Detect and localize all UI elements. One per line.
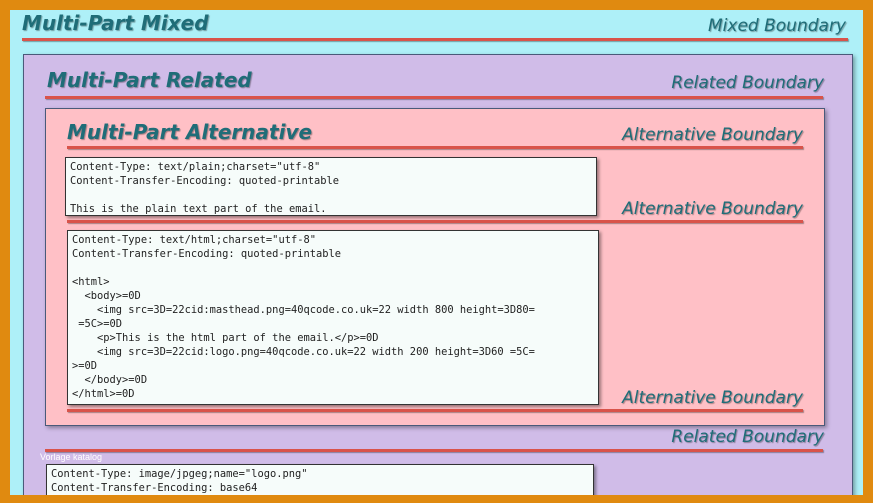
plain-text-part: Content-Type: text/plain;charset="utf-8"… xyxy=(65,157,597,216)
code-line: Content-Type: text/plain;charset="utf-8" xyxy=(70,161,321,173)
code-line xyxy=(72,261,594,275)
code-line: Content-Transfer-Encoding: quoted-printa… xyxy=(70,175,339,187)
alternative-boundary-1-label: Alternative Boundary xyxy=(622,125,803,145)
alternative-boundary-2-label: Alternative Boundary xyxy=(622,199,803,219)
related-boundary-top-line xyxy=(45,96,823,99)
image-part: Content-Type: image/jpgeg;name="logo.png… xyxy=(46,464,594,495)
code-line: <img src=3D=22cid:logo.png=40qcode.co.uk… xyxy=(72,346,535,358)
related-boundary-bottom-line xyxy=(45,449,823,452)
code-line: >=0D xyxy=(72,360,98,372)
code-line: <p>This is the html part of the email.</… xyxy=(72,332,379,344)
code-line: Content-Transfer-Encoding: quoted-printa… xyxy=(72,248,341,260)
code-line: <img src=3D=22cid:masthead.png=40qcode.c… xyxy=(72,304,535,316)
code-line: </html>=0D xyxy=(72,388,135,400)
code-line: </body>=0D xyxy=(72,374,148,386)
alternative-title: Multi-Part Alternative xyxy=(67,120,313,144)
code-line: This is the plain text part of the email… xyxy=(70,203,327,215)
related-boundary-top-label: Related Boundary xyxy=(671,73,824,93)
alternative-boundary-2-line xyxy=(67,220,803,223)
alternative-boundary-1-line xyxy=(67,146,803,149)
code-line: <html> xyxy=(72,276,110,288)
code-line: =5C>=0D xyxy=(72,318,123,330)
code-line xyxy=(70,188,592,202)
related-title: Multi-Part Related xyxy=(47,68,252,92)
alternative-part-container: Multi-Part Alternative Alternative Bound… xyxy=(45,108,825,426)
code-line: Content-Type: text/html;charset="utf-8" xyxy=(72,234,316,246)
code-line: Content-Type: image/jpgeg;name="logo.png… xyxy=(51,468,308,480)
mixed-boundary-label: Mixed Boundary xyxy=(708,16,846,36)
mixed-part-container: Multi-Part Mixed Mixed Boundary Multi-Pa… xyxy=(10,10,863,495)
alternative-boundary-3-line xyxy=(67,409,803,412)
related-part-container: Multi-Part Related Related Boundary Mult… xyxy=(23,54,853,495)
mixed-boundary-line xyxy=(22,38,848,41)
html-part: Content-Type: text/html;charset="utf-8" C… xyxy=(67,230,599,405)
code-line: <body>=0D xyxy=(72,290,141,302)
mixed-title: Multi-Part Mixed xyxy=(22,11,209,35)
code-line: Content-Transfer-Encoding: base64 xyxy=(51,482,258,494)
watermark-text: Vorlage katalog xyxy=(40,452,103,462)
alternative-boundary-3-label: Alternative Boundary xyxy=(622,388,803,408)
related-boundary-bottom-label: Related Boundary xyxy=(671,427,824,447)
